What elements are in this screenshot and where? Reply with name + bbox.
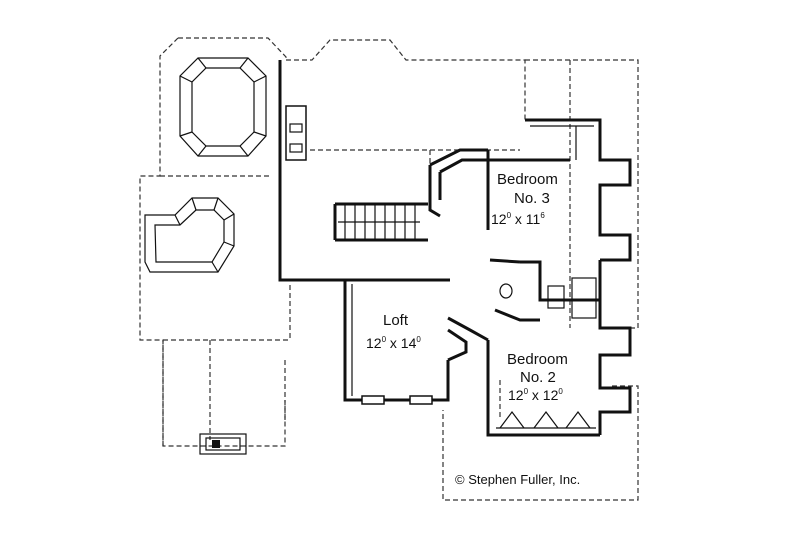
room-label-bedroom-2: Bedroom No. 2 120 x 120 (507, 351, 568, 403)
room-name: Bedroom (497, 171, 558, 188)
room-dimensions: 120 x 116 (491, 211, 545, 227)
room-dimensions: 120 x 140 (366, 335, 421, 351)
room-name: Loft (383, 312, 409, 329)
copyright-notice: © Stephen Fuller, Inc. (455, 472, 580, 487)
room-label-loft: Loft 120 x 140 (366, 312, 421, 351)
room-dimensions: 120 x 120 (508, 387, 563, 403)
room-label-bedroom-3: Bedroom No. 3 120 x 116 (491, 171, 558, 227)
roof-outline (139, 37, 639, 501)
chimney (199, 433, 247, 455)
room-number: No. 2 (520, 369, 556, 386)
room-name: Bedroom (507, 351, 568, 368)
walls (278, 60, 632, 437)
skylight-octagon (179, 57, 267, 157)
skylight-bay (144, 197, 235, 273)
room-number: No. 3 (514, 190, 550, 207)
